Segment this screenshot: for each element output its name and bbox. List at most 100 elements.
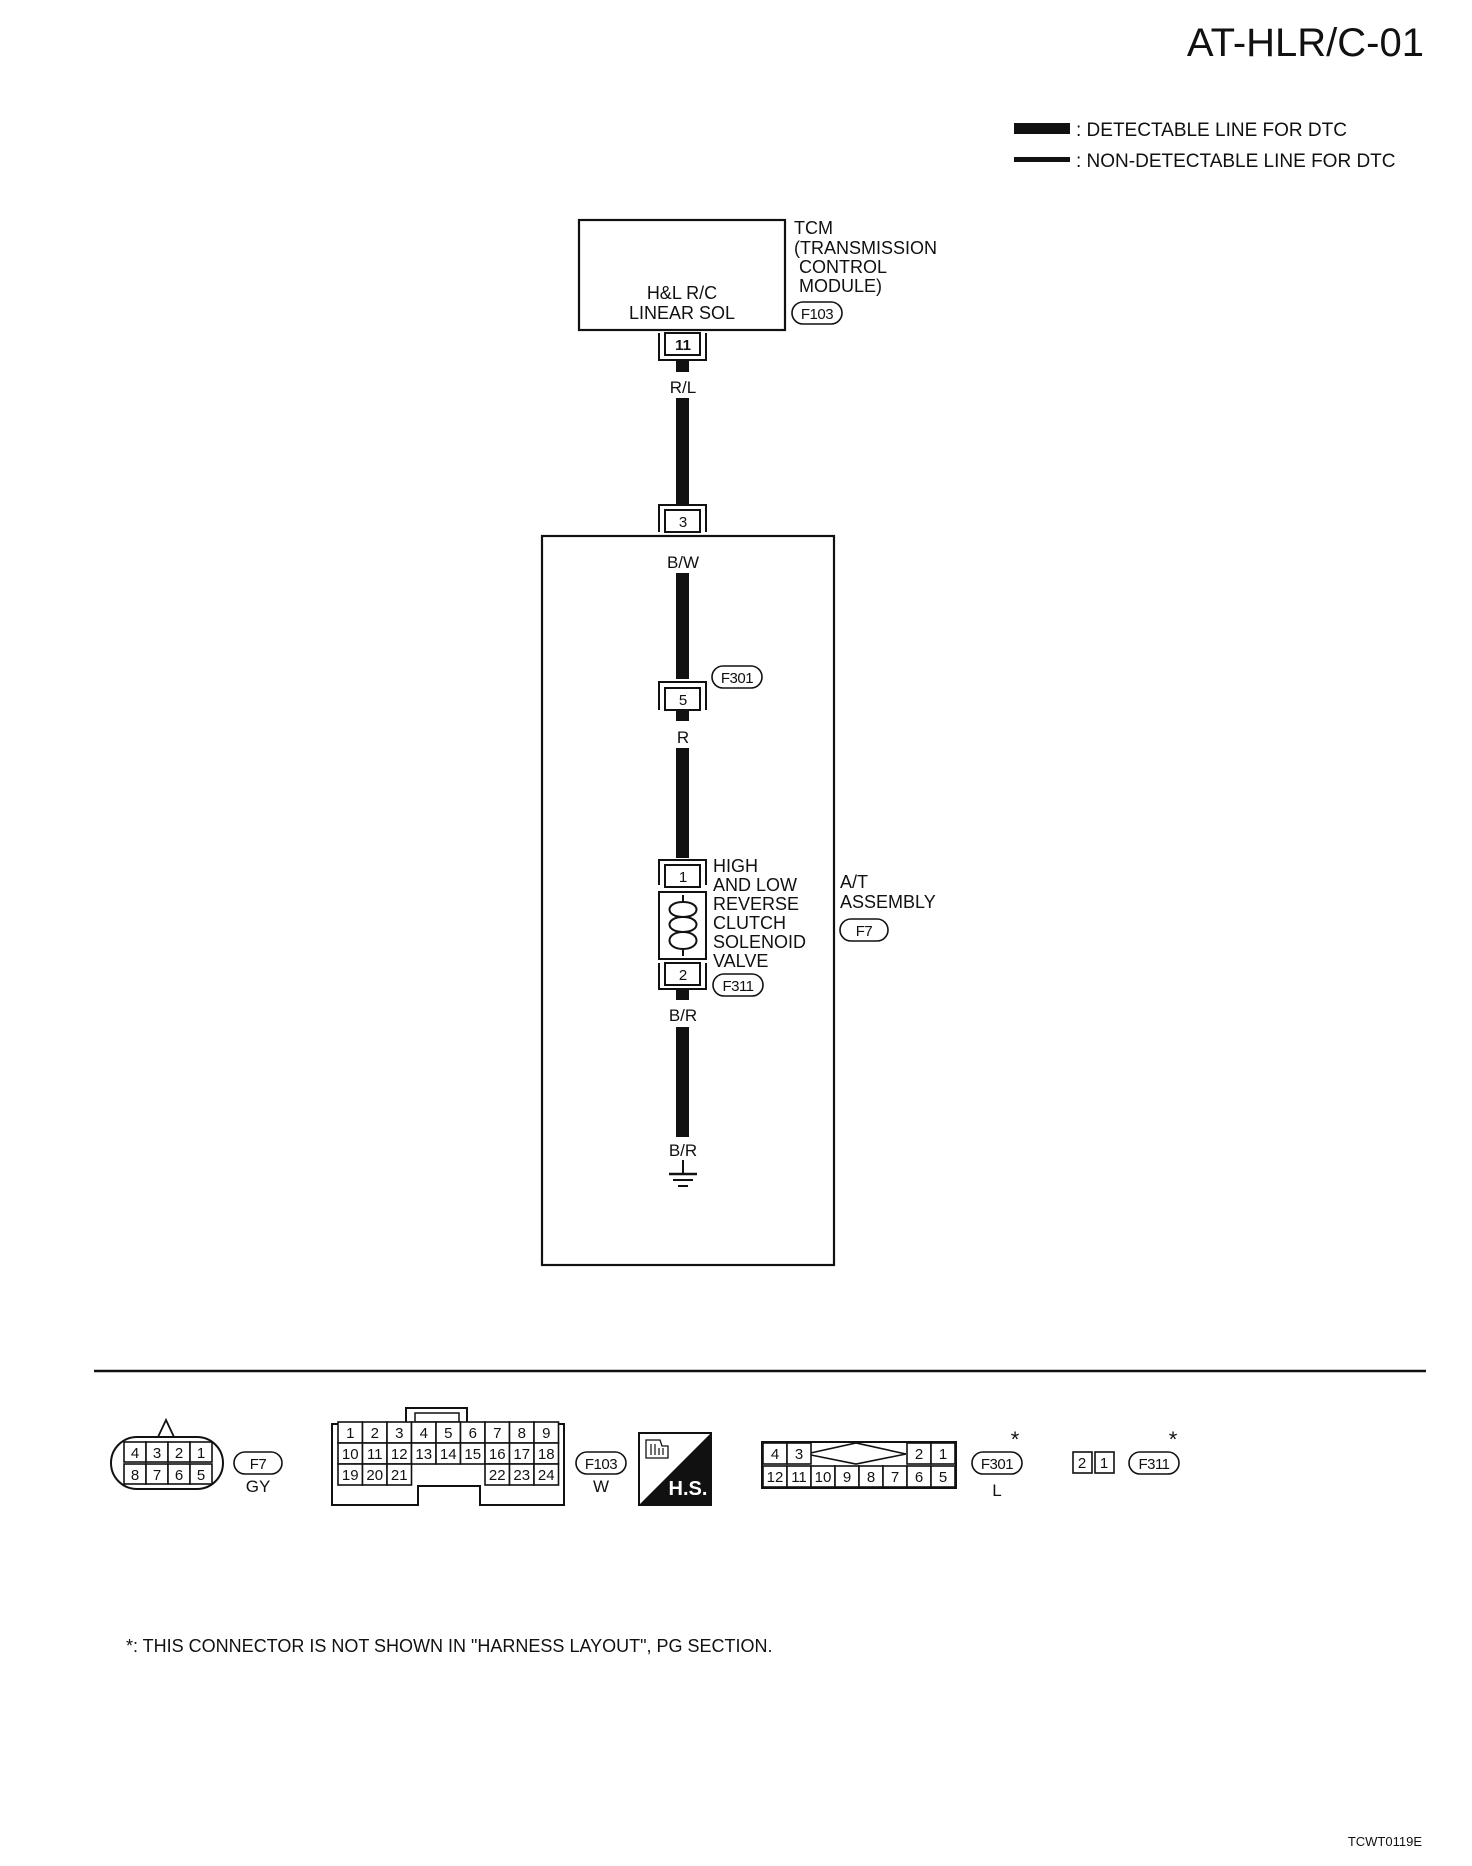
tcm-module: H&L R/C LINEAR SOL TCM (TRANSMISSION CON… [577,218,937,332]
f103-latch-icon [414,1412,460,1423]
wire-color-bw: B/W [667,553,699,572]
pin-number: 11 [791,1469,807,1486]
pin-number: 19 [342,1467,359,1484]
legend-detectable-label: : DETECTABLE LINE FOR DTC [1076,120,1347,141]
at-assembly-name-1: A/T [840,872,868,892]
f301-pin-5: 5 F301 [658,665,763,711]
solenoid-name-5: SOLENOID [713,932,806,952]
pin-box [664,687,701,711]
solenoid-pin-top: 1 [679,869,687,886]
pin-number: 5 [444,1425,452,1442]
wire-color-r: R [677,728,689,747]
legend: : DETECTABLE LINE FOR DTC : NON-DETECTAB… [1014,120,1396,172]
pin-cell [533,1463,560,1486]
f301-star: * [1011,1427,1020,1452]
pin-box [664,509,701,533]
f7-pin: 3 [153,1445,161,1462]
pin-number: 10 [815,1469,832,1486]
hs-icon: H.S. [638,1432,712,1506]
solenoid-pin-bottom: 2 [679,967,687,984]
pin-bracket [658,504,707,532]
f311-view-tag-id: F311 [1138,1456,1169,1473]
pin-number: 7 [493,1425,501,1442]
pin-bracket [658,963,707,990]
at-assembly-connector-tag [839,918,889,942]
pin-box [664,962,701,986]
f7-pin: 4 [131,1445,139,1462]
hs-label: H.S. [669,1478,708,1500]
at-assembly-box [540,534,836,1267]
at-assembly-connector-id: F7 [856,923,873,940]
pin-number: 4 [771,1446,779,1463]
f301-pin-number: 5 [679,692,687,709]
solenoid-name-3: REVERSE [713,894,799,914]
f301-connector-tag [711,665,763,689]
pin-number: 1 [939,1446,947,1463]
pin-number: 7 [891,1469,899,1486]
wire-r [676,748,689,858]
at-pin-3: 3 [658,504,707,533]
pin-cell [930,1442,956,1465]
pin-number: 3 [795,1446,803,1463]
tcm-name-4: MODULE) [794,276,882,296]
f7-pin: 7 [153,1467,161,1484]
f311-view-tag [1128,1451,1180,1475]
pin-number: 23 [513,1467,530,1484]
solenoid-name-2: AND LOW [713,875,797,895]
page-title: AT-HLR/C-01 [1187,21,1424,65]
pin-number: 21 [391,1467,408,1484]
solenoid-connector-id: F311 [722,978,753,995]
pin-number: 16 [489,1446,506,1463]
tcm-name-1: TCM [794,218,833,238]
f311-star: * [1169,1427,1178,1452]
pin-number: 1 [346,1425,354,1442]
figure-code: TCWT0119E [1348,1834,1422,1849]
solenoid-name-4: CLUTCH [713,913,786,933]
f7-pin: 5 [197,1467,205,1484]
tcm-pin-11: 11 [658,332,707,361]
pin-bracket [658,681,707,710]
connector-view-f7: 4 3 2 1 8 7 6 5 F7 GY [110,1417,283,1496]
pin-number: 9 [542,1425,550,1442]
pin-number: 6 [469,1425,477,1442]
pin-number: 10 [342,1446,359,1463]
f301-view-tag [971,1451,1023,1475]
f301-key-icon [805,1442,907,1465]
pin-cell [386,1463,413,1486]
pin-number: 17 [513,1446,530,1463]
pin-number: 3 [395,1425,403,1442]
pin-bracket [658,859,707,885]
tcm-box [577,218,787,332]
f103-tag-id: F103 [585,1456,617,1473]
wire-stub-top [676,361,689,372]
wire-bw [676,573,689,679]
pin-number: 11 [367,1446,383,1463]
pin-box [664,864,701,888]
at-assembly-name-2: ASSEMBLY [840,892,936,912]
tcm-inner-label-1: H&L R/C [647,283,717,303]
tcm-pin-number: 11 [675,337,691,354]
f7-pin: 2 [175,1445,183,1462]
pin-number: 13 [415,1446,432,1463]
tcm-connector-tag [791,301,843,325]
pin-number: 8 [518,1425,526,1442]
solenoid-connector-tag [712,973,764,997]
coil-icon [668,895,698,956]
pin-number: 2 [371,1425,379,1442]
pin-number: 6 [915,1469,923,1486]
pin-number: 5 [939,1469,947,1486]
pin-cell [786,1442,812,1465]
pin-box [664,332,701,356]
wire-color-br-2: B/R [669,1141,697,1160]
pin-number: 24 [538,1467,555,1484]
pin-number: 22 [489,1467,506,1484]
tcm-name-3: CONTROL [794,257,887,277]
pin-number: 15 [464,1446,481,1463]
solenoid-name-6: VALVE [713,951,768,971]
pin-number: 8 [867,1469,875,1486]
wire-stub [676,711,689,721]
